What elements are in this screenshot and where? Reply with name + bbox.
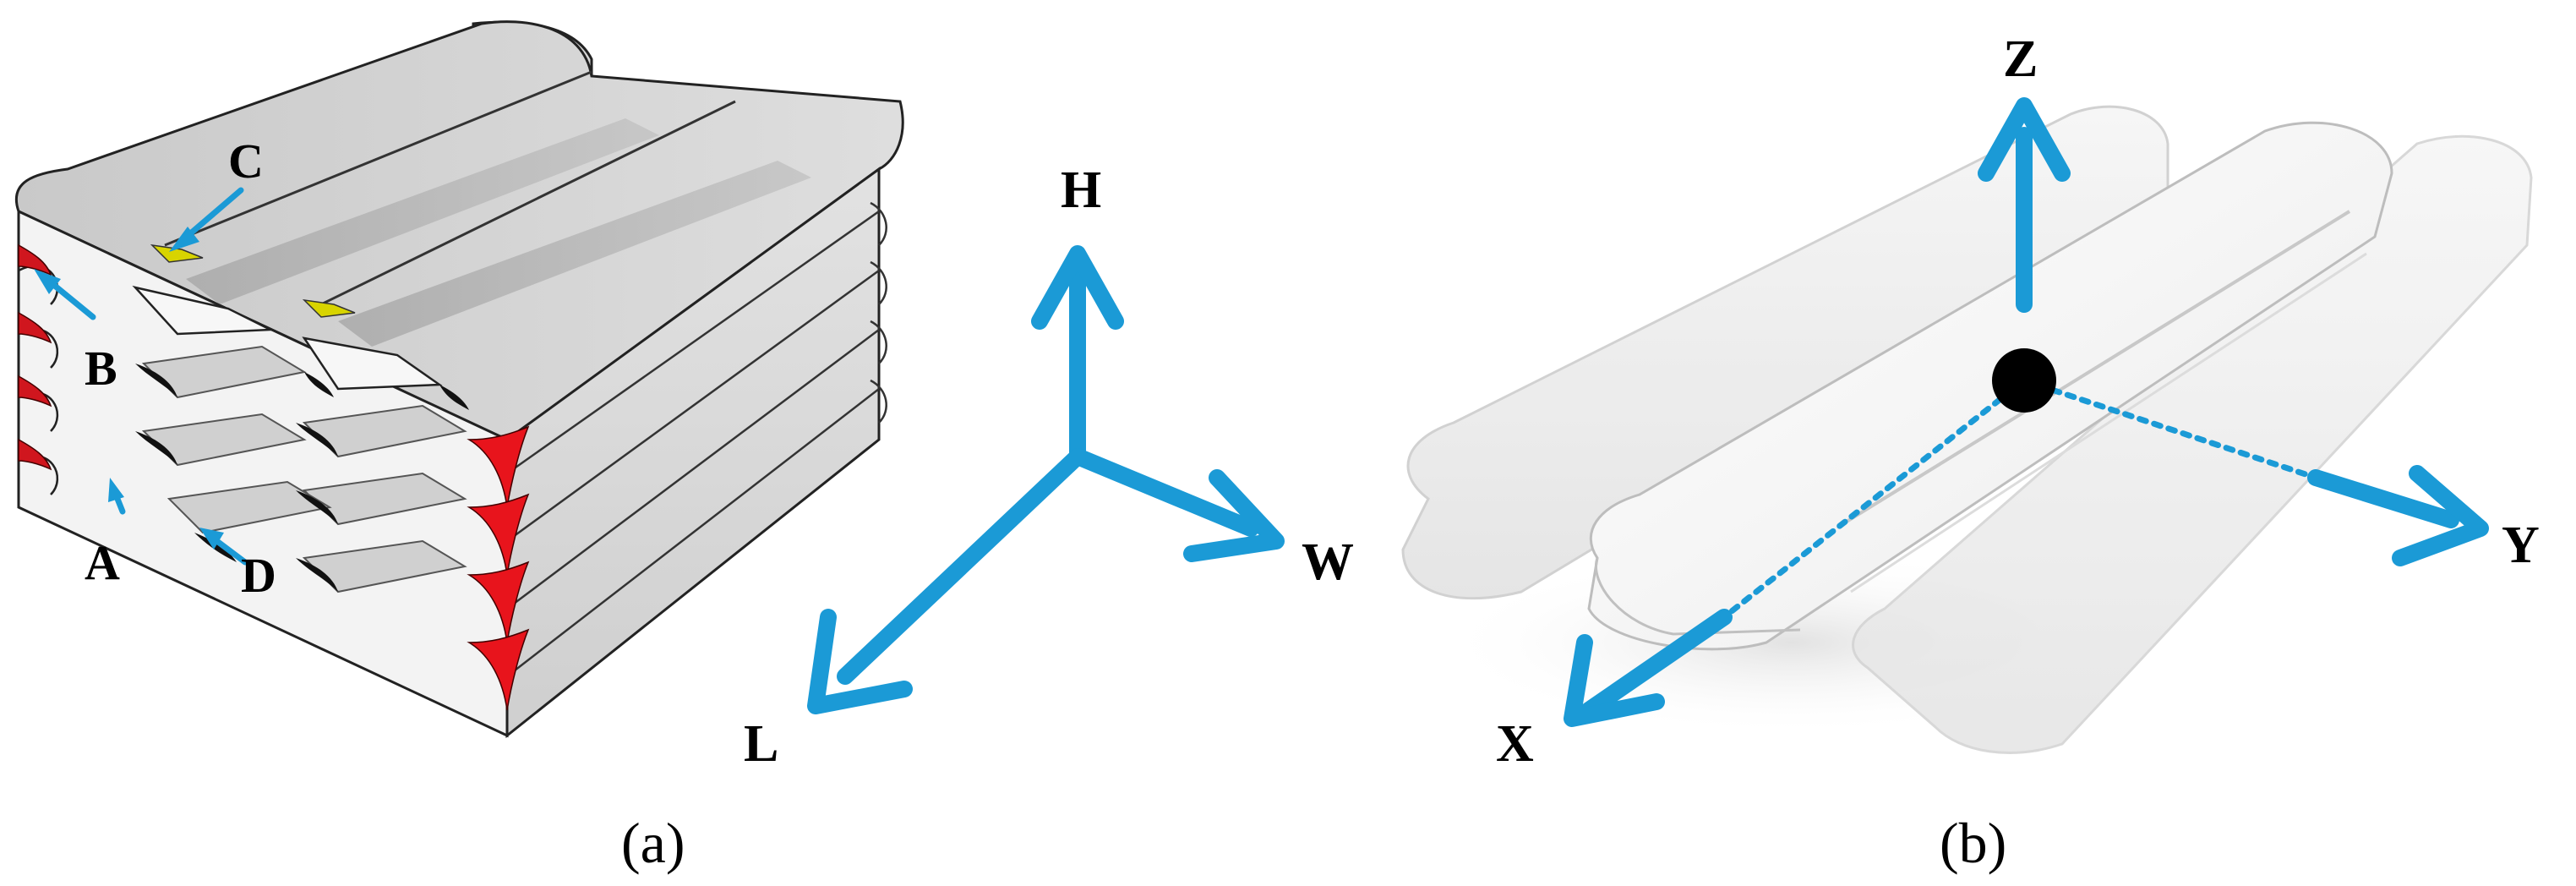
right-tow — [1852, 134, 2533, 754]
axis-h-arrowhead — [1031, 245, 1124, 330]
axis-label-w: W — [1302, 533, 1354, 591]
axis-y-arrowhead — [2392, 465, 2489, 566]
axis-label-h: H — [1061, 161, 1101, 219]
axis-y-shaft — [2307, 469, 2459, 528]
label-c: C — [228, 134, 264, 189]
inner-strip — [186, 118, 659, 304]
yellow-voids — [150, 243, 356, 318]
top-surface — [14, 20, 904, 441]
red-voids-side — [467, 425, 530, 711]
center-tow-ridge — [1841, 210, 2351, 526]
axis-x-shaft-dotted — [1721, 377, 2028, 621]
axis-label-y: Y — [2502, 517, 2540, 574]
caption-a: (a) — [621, 811, 685, 875]
center-tow — [1587, 121, 2393, 651]
axis-l-shaft — [837, 448, 1086, 685]
black-voids — [135, 364, 469, 592]
inner-tows — [141, 345, 467, 593]
center-tow-ridge — [1850, 252, 2367, 593]
label-a: A — [85, 535, 120, 590]
axis-l-arrowhead — [807, 609, 913, 714]
panel-a: C B A D H W L (a) — [14, 20, 1354, 875]
left-tow — [1401, 105, 2169, 600]
red-voids-front — [18, 243, 52, 471]
laminate-block — [14, 20, 904, 739]
tow-groove-line — [164, 70, 592, 247]
caption-b: (b) — [1940, 811, 2006, 875]
axis-z-arrowhead — [1978, 97, 2071, 182]
side-layer-lines — [506, 201, 887, 677]
panel-b: Z Y X (b) — [1401, 30, 2540, 875]
axis-x-shaft — [1580, 609, 1733, 719]
axis-label-z: Z — [2003, 30, 2038, 88]
axis-w-arrowhead — [1183, 469, 1285, 562]
axis-label-x: X — [1496, 715, 1534, 773]
axis-label-l: L — [744, 715, 778, 773]
label-d: D — [241, 548, 276, 603]
origin-point — [1992, 348, 2056, 413]
inner-strip — [338, 161, 811, 347]
pointer-arrows — [34, 187, 248, 566]
axis-w-shaft — [1069, 448, 1259, 537]
axis-x-arrowhead — [1564, 634, 1665, 727]
center-tow-end — [1595, 557, 1801, 636]
label-b: B — [85, 341, 117, 396]
hwl-axes — [807, 245, 1285, 714]
xyz-axes — [1564, 97, 2489, 727]
front-tow-top — [132, 285, 275, 336]
tow-groove-line — [320, 100, 736, 306]
axis-y-shaft-dotted — [2021, 377, 2319, 481]
